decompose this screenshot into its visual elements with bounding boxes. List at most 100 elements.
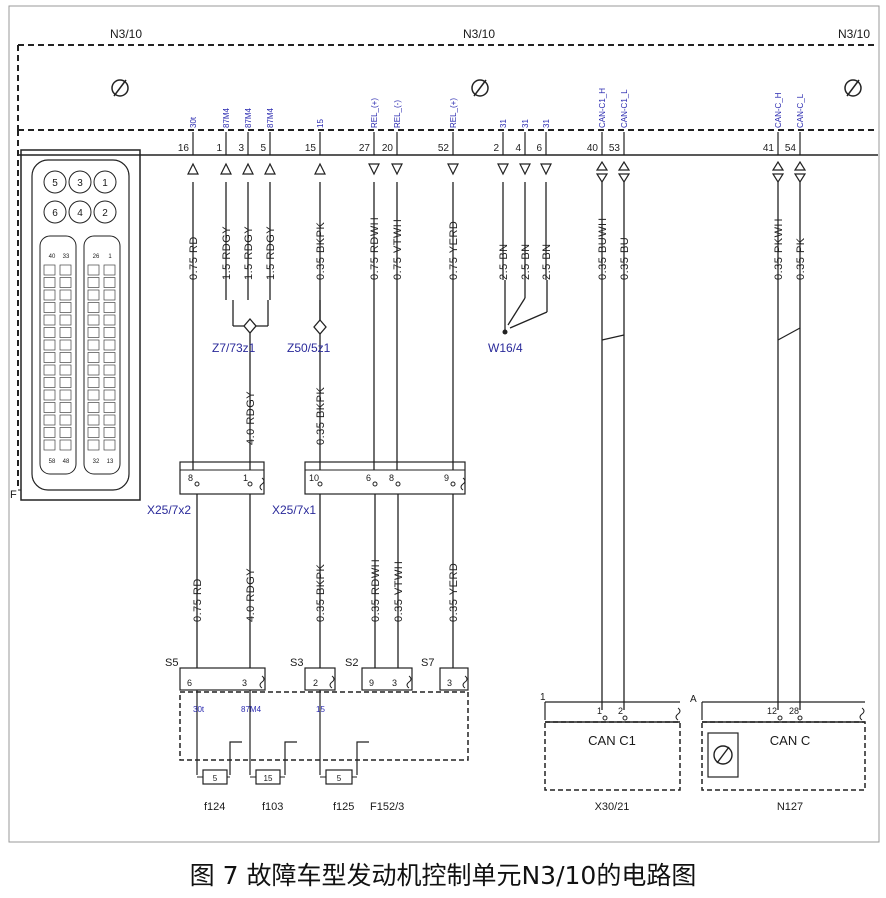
- pin-cell: [103, 339, 116, 351]
- pin-cell: [87, 352, 100, 363]
- connector-face: 5 3 1 6 4 2 40 33 26 1 58 48 32 13: [17, 130, 141, 501]
- wire-label: 0.35 BKPK: [315, 564, 327, 622]
- pin-cell: [103, 327, 116, 338]
- pin-arrow: [595, 160, 609, 184]
- connector-x1-pin: 10: [309, 473, 319, 483]
- pin-cell: [59, 277, 72, 288]
- connector-x1: [304, 461, 466, 495]
- pin-function: REL_(+): [449, 98, 458, 128]
- pin-cell: [59, 289, 72, 301]
- pin-function: REL_(+): [370, 98, 379, 128]
- pin-cell: [43, 314, 56, 326]
- can-box-label: CAN C1: [588, 733, 636, 748]
- circuit-diagram: N3/10 N3/10 N3/10 5 3 1 6 4 2: [8, 5, 880, 843]
- ground-w16: [502, 280, 548, 335]
- connector-num: 33: [63, 254, 70, 260]
- pin-cell: [103, 377, 116, 388]
- socket-pin: 3: [242, 678, 247, 688]
- pin-cell: [103, 264, 116, 276]
- wire-mid-label: 0.35 BKPK: [315, 387, 327, 445]
- pin-arrow: [187, 162, 199, 175]
- pin-cell: [59, 314, 72, 326]
- pin-cell: [87, 439, 100, 451]
- pin-cell: [43, 364, 56, 376]
- pin-function: 30t: [189, 116, 198, 128]
- connector-num: 4: [77, 208, 83, 219]
- pin-cell: [59, 264, 72, 276]
- pin-cell: [103, 302, 116, 313]
- ground-w16-label: W16/4: [488, 341, 523, 355]
- pin-cell: [87, 289, 100, 301]
- pin-number: 53: [609, 143, 621, 154]
- pin-cell: [59, 427, 72, 438]
- fuse-name: f103: [262, 801, 283, 813]
- twisted-pair-mark: [601, 334, 625, 341]
- pin-cell: [59, 327, 72, 338]
- socket-pin: 9: [369, 678, 374, 688]
- wire-label: 0.75 YERD: [448, 221, 460, 280]
- pin-number: 2: [493, 143, 499, 154]
- fuse-rating: 5: [337, 774, 342, 783]
- connector-num: 58: [49, 459, 56, 465]
- pin-cell: [103, 364, 116, 376]
- fuse-inner-label: 87M4: [241, 705, 262, 714]
- can-box-x30: [544, 701, 681, 791]
- splice-z50: [313, 300, 327, 470]
- pin-function: CAN-C1_H: [598, 88, 607, 128]
- connector-num: 3: [77, 178, 83, 189]
- pin-cell: [59, 402, 72, 413]
- pin-cell: [59, 377, 72, 388]
- fuse-block: [179, 667, 469, 785]
- pin-cell: [43, 427, 56, 438]
- can-box-name: N127: [777, 801, 803, 813]
- pin-number: 40: [587, 143, 599, 154]
- can-box-pin: 28: [789, 706, 799, 716]
- socket-pin: 2: [313, 678, 318, 688]
- pin-function: CAN-C1_L: [620, 89, 629, 128]
- pin-arrow: [391, 163, 403, 176]
- can-box-corner: A: [690, 694, 697, 705]
- ground-symbol-icon: [844, 79, 862, 97]
- wire-label: 0.75 VTWH: [392, 219, 404, 280]
- can-box-n127: [701, 701, 866, 791]
- pin-cell: [87, 389, 100, 401]
- wire-label: 0.35 BU: [619, 237, 631, 280]
- fuse-block-name: F152/3: [370, 801, 404, 813]
- socket-label: S3: [290, 657, 303, 669]
- pin-cell: [43, 377, 56, 388]
- pin-arrow: [771, 160, 785, 184]
- wire-label: 0.35 PK: [795, 237, 807, 280]
- pin-cell: [59, 439, 72, 451]
- pin-cell: [87, 414, 100, 426]
- fuse-name: f125: [333, 801, 354, 813]
- pin-cell: [87, 364, 100, 376]
- ground-symbol-icon: [713, 745, 733, 765]
- pin-cell: [103, 277, 116, 288]
- wire-label: 0.35 YERD: [448, 563, 460, 622]
- connector-num: 1: [108, 254, 112, 260]
- wire-label: 0.75 RDWH: [369, 217, 381, 280]
- socket-label: S7: [421, 657, 434, 669]
- wire-label: 2.5 BN: [498, 243, 510, 280]
- socket-label: S2: [345, 657, 358, 669]
- wire-label: 0.35 PKWH: [773, 218, 785, 280]
- pin-cell: [59, 364, 72, 376]
- can-box-pin: 2: [618, 706, 623, 716]
- pin-cell: [43, 414, 56, 426]
- ground-symbol-icon: [471, 79, 489, 97]
- fuse-name: f124: [204, 801, 225, 813]
- twisted-pair-mark: [777, 327, 801, 341]
- module-name-left: N3/10: [110, 27, 142, 41]
- pin-cell: [87, 264, 100, 276]
- socket-pin: 3: [447, 678, 452, 688]
- fuse-rating: 15: [264, 774, 273, 783]
- pin-function: CAN-C_H: [774, 92, 783, 128]
- pin-arrow: [617, 160, 631, 184]
- ground-symbol-icon: [111, 79, 129, 97]
- connector-x2-label: X25/7x2: [147, 503, 191, 517]
- socket-label: S5: [165, 657, 178, 669]
- pin-number: 52: [438, 143, 450, 154]
- pin-number: 5: [260, 143, 266, 154]
- pin-number: 1: [216, 143, 222, 154]
- module-name-right: N3/10: [838, 27, 870, 41]
